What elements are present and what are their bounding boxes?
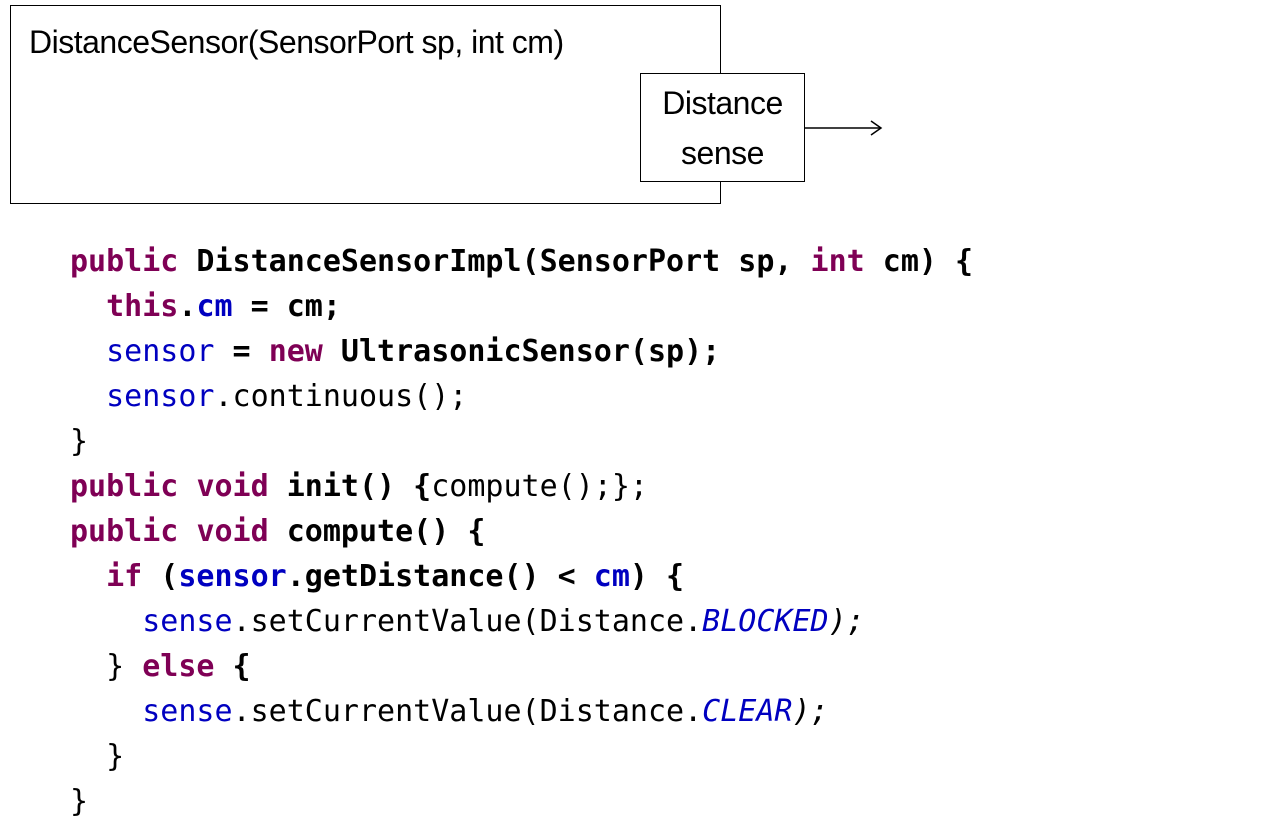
code-line: this.cm = cm; — [106, 289, 341, 324]
component-title: DistanceSensor(SensorPort sp, int cm) — [29, 24, 564, 60]
output-arrow-icon — [805, 120, 883, 136]
code-line: sense.setCurrentValue(Distance.BLOCKED); — [142, 604, 865, 639]
code-line: sensor = new UltrasonicSensor(sp); — [106, 334, 721, 369]
port-label-line2: sense — [681, 134, 764, 171]
code-line: } else { — [106, 649, 251, 684]
code-line: public void init() {compute();}; — [70, 469, 648, 504]
code-line: public void compute() { — [70, 514, 486, 549]
code-line: public DistanceSensorImpl(SensorPort sp,… — [70, 244, 974, 279]
component-box: DistanceSensor(SensorPort sp, int cm) — [10, 5, 721, 204]
port-label-line1: Distance — [662, 84, 783, 121]
code-block: public DistanceSensorImpl(SensorPort sp,… — [70, 239, 973, 824]
code-line: if (sensor.getDistance() < cm) { — [106, 559, 685, 594]
output-port-box: Distance sense — [640, 73, 805, 182]
code-line: } — [70, 424, 89, 459]
code-line: sensor.continuous(); — [106, 379, 468, 414]
code-line: sense.setCurrentValue(Distance.CLEAR); — [142, 694, 829, 729]
code-line: } — [106, 739, 125, 774]
code-line: } — [70, 784, 89, 819]
